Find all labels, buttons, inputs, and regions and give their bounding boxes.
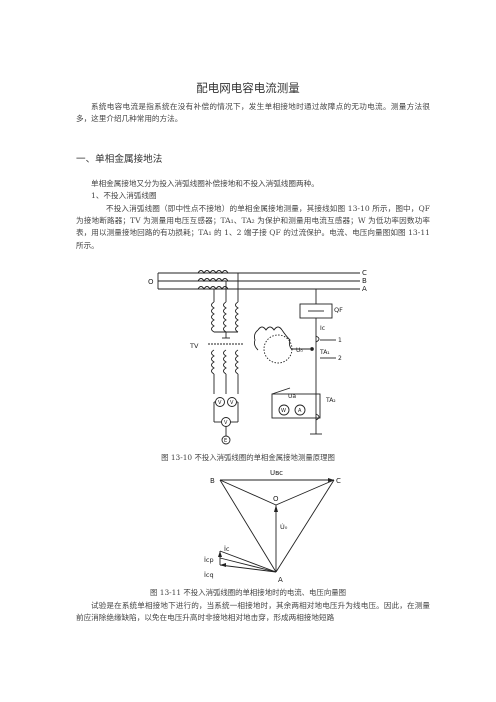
section-paragraph: 单相金属接地又分为投入消弧线圈补偿接地和不投入消弧线圈两种。	[91, 179, 319, 188]
vertex-o-label: O	[273, 495, 279, 503]
label-qf: QF	[334, 306, 343, 314]
label-b: B	[362, 277, 367, 285]
vector-diagram: Uʙᴄ B C O A U̇₀ İc İcp İcq	[204, 469, 341, 584]
subsection-heading: 1、不投入消弧线圈	[91, 191, 157, 200]
label-c: C	[362, 269, 367, 277]
subsection-paragraph: 不投入消弧线圈（即中性点不接地）的单相金属接地测量，其接线如图 13-10 所示…	[76, 204, 430, 250]
label-tv: TV	[189, 342, 199, 350]
figure-13-10-caption: 图 13-10 不投入消弧线圈的单相金属接地测量原理图	[161, 453, 335, 462]
vertex-c-label: C	[336, 477, 341, 485]
ammeter-symbol: A	[298, 408, 302, 414]
closing-paragraph: 试验是在系统单相接地下进行的，当系统一相接地时，其余两相对地电压升为线电压。因此…	[76, 601, 430, 623]
vertex-a-label: A	[278, 576, 283, 584]
label-terminal-1: 1	[338, 337, 342, 344]
label-terminal-2: 2	[338, 355, 342, 362]
label-icp-vector: İcp	[204, 555, 214, 564]
wiring-diagram: O C B A QF Ic TA₁ 1 2 TV U₀ Ua TA₂ W A V…	[148, 269, 367, 445]
label-ic: Ic	[320, 325, 325, 332]
voltmeter-1-symbol: V	[218, 400, 222, 406]
intro-paragraph: 系统电容电流是指系统在没有补偿的情况下，发生单相接地时通过故障点的无功电流。测量…	[76, 102, 430, 124]
section-heading: 一、单相金属接地法	[76, 154, 163, 165]
label-o: O	[148, 278, 154, 286]
label-ta1: TA₁	[319, 349, 330, 356]
meter-e-symbol: E	[224, 438, 227, 444]
label-a: A	[362, 285, 367, 293]
label-ua: Ua	[288, 393, 296, 400]
wattmeter-symbol: W	[281, 408, 286, 414]
voltmeter-2-symbol: V	[230, 400, 234, 406]
label-u0: U₀	[296, 347, 303, 354]
label-ubc: Uʙᴄ	[270, 469, 283, 477]
label-ta2: TA₂	[325, 397, 336, 404]
vertex-b-label: B	[210, 477, 215, 485]
voltmeter-3-symbol: V	[224, 420, 228, 426]
label-ic-vector: İc	[224, 544, 230, 553]
label-icq-vector: İcq	[204, 570, 214, 579]
label-u0-vector: U̇₀	[280, 523, 288, 531]
figure-13-11-caption: 图 13-11 不投入消弧线圈的单相接地时的电流、电压向量图	[150, 588, 346, 597]
doc-title: 配电网电容电流测量	[196, 81, 300, 95]
